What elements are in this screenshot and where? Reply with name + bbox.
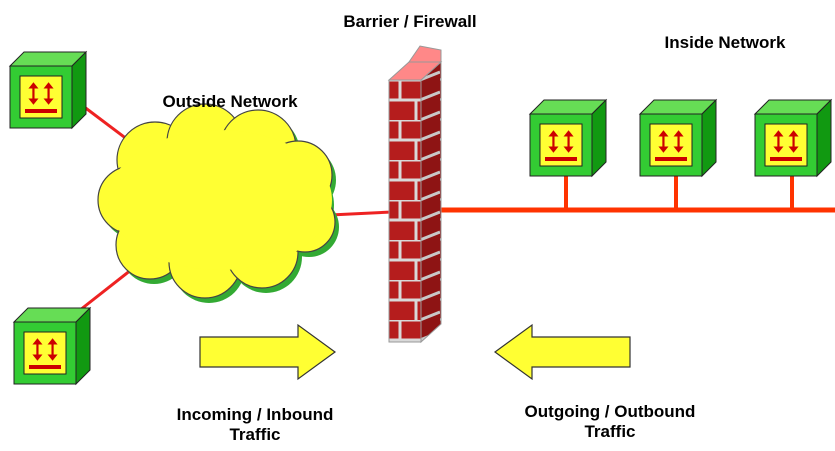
computer-icon [655, 130, 687, 161]
arrow-right-icon [199, 323, 337, 381]
computer-icon [545, 130, 577, 161]
firewall-label: Barrier / Firewall [300, 12, 520, 32]
incoming-label-line2: Traffic [229, 425, 281, 444]
computer-outside-top [8, 50, 88, 130]
outgoing-label-line2: Traffic [584, 422, 636, 441]
outside-network-cloud [97, 103, 339, 303]
outgoing-label-line1: Outgoing / Outbound [524, 402, 696, 421]
outside-network-label-text: Outside Network [162, 92, 298, 111]
outside-network-label: Outside Network [120, 92, 340, 112]
computer-inside-2 [638, 98, 718, 178]
link-cloud-to-firewall [329, 210, 393, 217]
computer-icon [29, 338, 61, 369]
brick-wall-icon [387, 45, 443, 344]
computers [8, 50, 833, 386]
computer-inside-3 [753, 98, 833, 178]
inside-network-label-text: Inside Network [664, 33, 786, 52]
computer-outside-bottom [12, 306, 92, 386]
computer-icon [25, 82, 57, 113]
computer-inside-1 [528, 98, 608, 178]
firewall-label-text: Barrier / Firewall [343, 12, 477, 31]
arrow-left-icon [493, 323, 631, 381]
inside-network-label: Inside Network [640, 33, 810, 53]
computer-icon [770, 130, 802, 161]
incoming-label-line1: Incoming / Inbound [176, 405, 334, 424]
outgoing-traffic-label: Outgoing / Outbound Traffic [475, 402, 745, 442]
incoming-traffic-label: Incoming / Inbound Traffic [130, 405, 380, 445]
